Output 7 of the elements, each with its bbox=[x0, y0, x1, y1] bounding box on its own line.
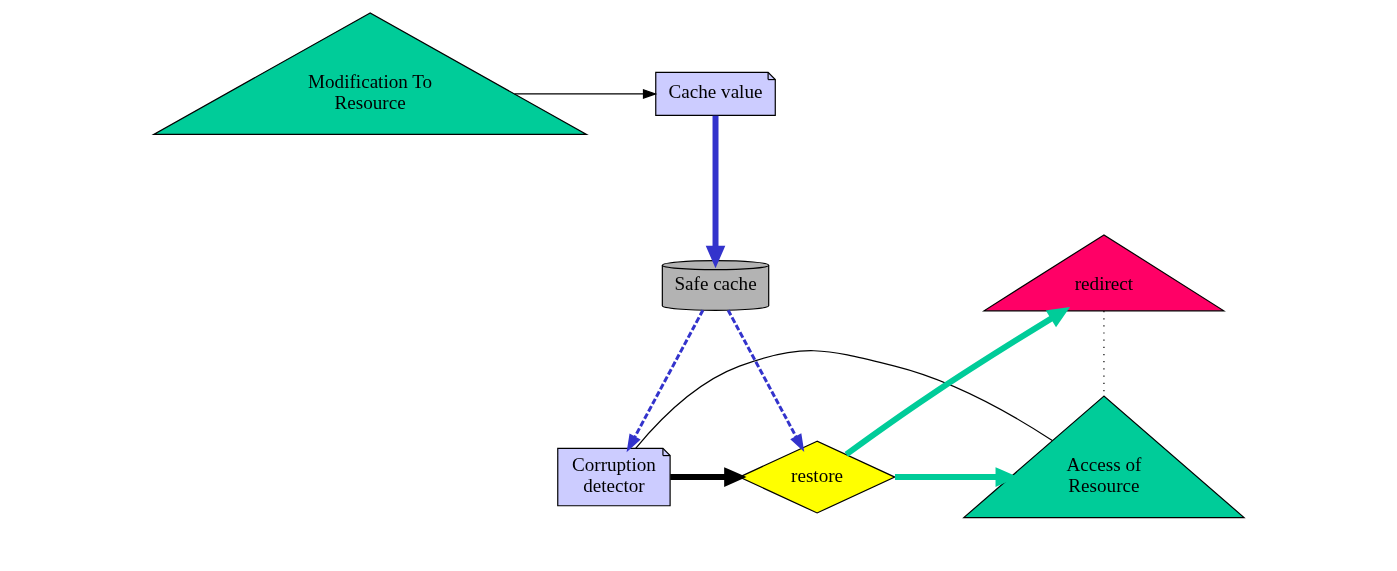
arrow bbox=[626, 309, 704, 453]
arrow bbox=[844, 307, 1070, 457]
connector bbox=[634, 350, 1053, 449]
arrow bbox=[726, 309, 804, 452]
arrow bbox=[669, 467, 747, 487]
arrow bbox=[513, 88, 657, 99]
arrow bbox=[705, 115, 725, 269]
